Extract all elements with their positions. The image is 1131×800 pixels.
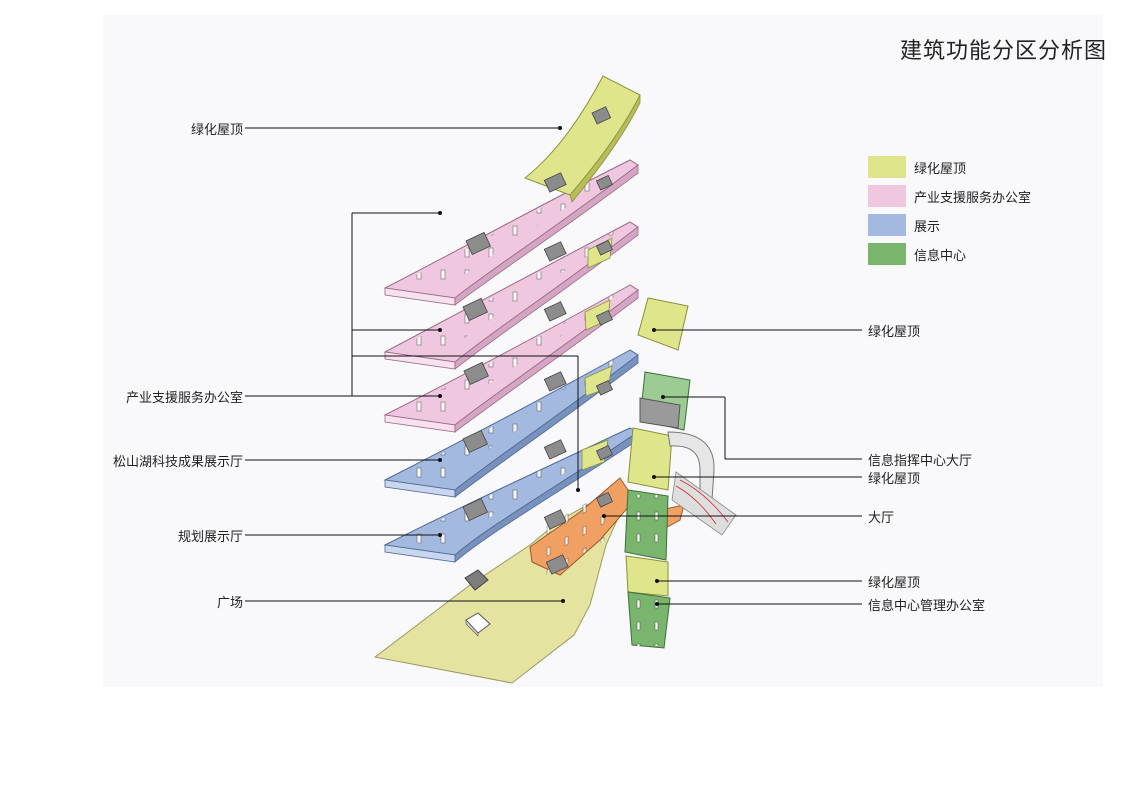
floor-plate-exhibition-2: [383, 349, 639, 498]
callout-green-roof-right-1: 绿化屋顶: [868, 325, 921, 340]
legend-label: 产业支援服务办公室: [914, 191, 1032, 206]
info-center-tower: [624, 297, 737, 649]
leader-dots-right: [602, 328, 665, 606]
diagram-title: 建筑功能分区分析图: [900, 39, 1108, 64]
legend-swatch-info-center: [868, 243, 906, 265]
plaza-kiosk: [464, 569, 489, 591]
vertical-cores: [462, 106, 613, 575]
callout-office: 产业支援服务办公室: [125, 391, 243, 406]
plaza-pavilion-side: [465, 619, 479, 637]
callout-green-roof-right-2: 绿化屋顶: [868, 472, 921, 487]
callout-lobby: 大厅: [868, 511, 895, 526]
leader-lines-left: [245, 127, 579, 602]
callout-planning-exhibition-hall: 规划展示厅: [177, 530, 243, 545]
legend-label: 信息中心: [914, 249, 967, 264]
legend-label: 展示: [914, 220, 941, 235]
callout-info-center-office: 信息中心管理办公室: [868, 599, 986, 614]
legend-label: 绿化屋顶: [914, 162, 967, 177]
legend-swatch-exhibition: [868, 214, 906, 236]
leader-lines-right: [604, 329, 862, 605]
green-roof-top: [524, 75, 641, 203]
callout-tech-exhibition-hall: 松山湖科技成果展示厅: [112, 455, 243, 470]
callout-info-command-hall: 信息指挥中心大厅: [868, 454, 973, 469]
callout-green-roof-right-3: 绿化屋顶: [868, 576, 921, 591]
callout-green-roof-top: 绿化屋顶: [190, 123, 243, 138]
hall-windows: [545, 479, 615, 576]
legend-swatch-office: [868, 185, 906, 207]
legend-swatch-green-roof: [868, 156, 906, 178]
callout-plaza: 广场: [216, 596, 243, 611]
leader-dots-left: [438, 126, 580, 603]
